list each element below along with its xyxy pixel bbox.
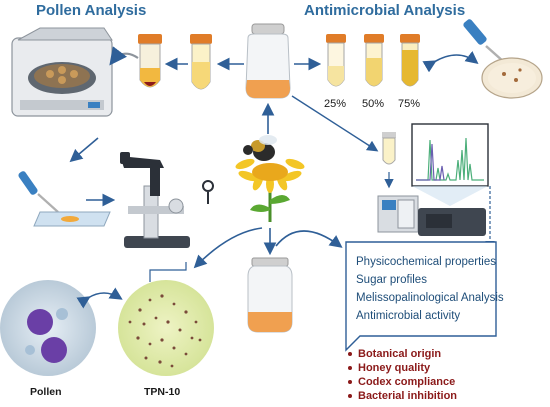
outcome-text: Botanical origin xyxy=(358,348,442,360)
bullet-icon xyxy=(348,352,352,357)
pollen-micrograph xyxy=(0,280,96,376)
concentration-50-label: 50% xyxy=(362,98,385,110)
analysis-item-melissopalinological: Melissopalinological Analysis xyxy=(356,292,504,304)
slide-pipette-icon xyxy=(18,171,111,227)
petri-dish-icon xyxy=(481,57,543,99)
tpn-micrograph xyxy=(118,280,214,376)
outcome-botanical-origin: Botanical origin xyxy=(348,348,441,360)
centrifuge-icon xyxy=(11,27,113,117)
outcome-bacterial-inhibition: Bacterial inhibition xyxy=(348,390,457,402)
concentration-75-label: 75% xyxy=(398,98,421,110)
pollen-analysis-heading: Pollen Analysis xyxy=(36,2,147,19)
analysis-item-antimicrobial: Antimicrobial activity xyxy=(356,310,461,322)
sample-tube-icon xyxy=(190,34,212,90)
chromatogram-panel xyxy=(411,123,489,187)
bullet-icon xyxy=(348,380,352,385)
bullet-icon xyxy=(348,366,352,371)
analysis-item-physicochemical: Physicochemical properties xyxy=(356,256,496,268)
hplc-instrument-icon xyxy=(377,195,486,236)
antimicrobial-analysis-heading: Antimicrobial Analysis xyxy=(304,2,466,19)
tube-50-icon xyxy=(364,34,384,87)
outcome-text: Bacterial inhibition xyxy=(358,390,458,402)
bullet-icon xyxy=(348,394,352,399)
honey-jar-lower-icon xyxy=(247,257,293,333)
concentration-25-label: 25% xyxy=(324,98,347,110)
pipette-icon xyxy=(463,19,505,63)
magnifier-icon xyxy=(202,180,214,204)
bee-on-flower-icon xyxy=(235,135,305,222)
outcome-text: Codex compliance xyxy=(358,376,456,388)
hplc-vial-icon xyxy=(382,132,396,189)
analysis-box xyxy=(345,241,497,352)
outcome-honey-quality: Honey quality xyxy=(348,362,430,374)
tube-25-icon xyxy=(326,34,346,87)
tube-75-icon xyxy=(400,34,420,87)
analysis-item-sugar: Sugar profiles xyxy=(356,274,427,286)
centrifuge-tube-icon xyxy=(138,34,162,88)
honey-jar-icon xyxy=(245,23,291,99)
tpn-caption: TPN-10 xyxy=(144,386,181,398)
outcome-text: Honey quality xyxy=(358,362,431,374)
microscope-icon xyxy=(120,152,190,248)
outcome-codex-compliance: Codex compliance xyxy=(348,376,455,388)
pollen-caption: Pollen xyxy=(30,386,62,398)
